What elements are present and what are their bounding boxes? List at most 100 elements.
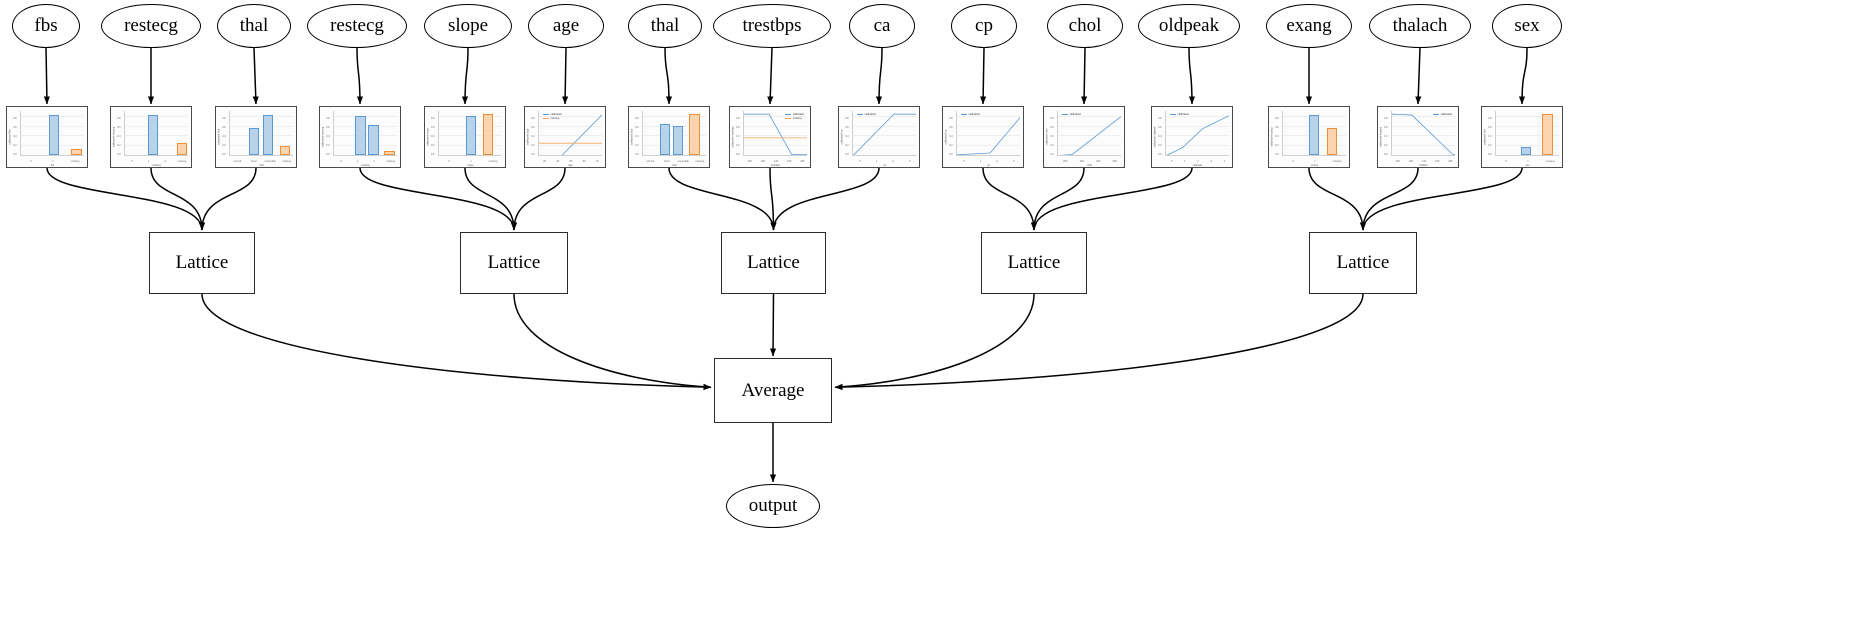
legend-swatch: [857, 114, 863, 115]
calibrator-ytick: 0.4: [1384, 135, 1388, 138]
calibrator-ytick: 0.0: [13, 153, 17, 156]
feature-node-thalach[interactable]: thalach: [1369, 4, 1471, 48]
calibrator-ytick: 0.6: [222, 126, 226, 129]
edge-cal-slope-to-lattice1: [464, 167, 518, 231]
calibrator-xtick: 1: [1527, 160, 1529, 163]
calibrator-ytick: 0.4: [1275, 135, 1279, 138]
gridline: [230, 116, 293, 118]
legend-swatch: [543, 118, 549, 119]
calibrator-xtick: 0: [1292, 160, 1294, 163]
calibrator-line-series: [744, 113, 807, 155]
calibrator-ylabel: calibrated exang: [1270, 127, 1274, 147]
feature-node-sex[interactable]: sex: [1492, 4, 1562, 48]
feature-node-ca[interactable]: ca: [849, 4, 915, 48]
output-node[interactable]: output: [726, 484, 820, 528]
calibrator-bar: [355, 116, 366, 155]
calibrator-legend: calibrated: [1433, 113, 1452, 117]
feature-node-slope[interactable]: slope: [424, 4, 512, 48]
calibrator-ytick: 0.8: [326, 117, 330, 120]
calibrator-ytick: 0.0: [531, 153, 535, 156]
edge-cal-chol-to-lattice3: [1030, 167, 1085, 231]
feature-node-label: restecg: [330, 15, 384, 36]
feature-node-label: fbs: [34, 15, 58, 36]
gridline: [643, 116, 706, 118]
feature-node-chol[interactable]: chol: [1047, 4, 1123, 48]
calibrator-ytick: 0.8: [13, 117, 17, 120]
calibrator-xtick: 1: [980, 160, 982, 163]
calibrator-ylabel: calibrated ca: [840, 129, 844, 145]
legend-label: calibrated: [968, 112, 980, 116]
calibrator-xtick: 160: [787, 160, 792, 163]
feature-node-restecg[interactable]: restecg: [101, 4, 201, 48]
calibrator-ytick: 0.6: [845, 126, 849, 129]
legend-label: calibrated: [1177, 112, 1189, 116]
feature-node-age[interactable]: age: [528, 4, 604, 48]
calibrator-legend: calibrated: [1062, 113, 1081, 117]
feature-node-thal[interactable]: thal: [628, 4, 702, 48]
calibrator-ylabel: calibrated age: [526, 128, 530, 146]
feature-node-trestbps[interactable]: trestbps: [713, 4, 831, 48]
calibrator-ytick: 0.0: [1158, 153, 1162, 156]
calibrator-ytick: 0.8: [1275, 117, 1279, 120]
legend-label: calibrated: [864, 112, 876, 116]
edge-oldpeak0-to-cal-oldpeak: [1188, 47, 1196, 105]
calibrator-xtick: 0: [30, 160, 32, 163]
feature-node-oldpeak[interactable]: oldpeak: [1138, 4, 1240, 48]
calibrator-line-series: [539, 114, 602, 155]
feature-node-label: thal: [239, 15, 269, 36]
feature-node-thal[interactable]: thal: [217, 4, 291, 48]
average-node[interactable]: Average: [714, 358, 832, 423]
legend-swatch: [1062, 114, 1068, 115]
calibrator-xtick: 0: [1170, 160, 1173, 163]
feature-node-cp[interactable]: cp: [951, 4, 1017, 48]
lattice-node[interactable]: Lattice: [981, 232, 1087, 294]
calibrator-ytick: 0.2: [1275, 144, 1279, 147]
calibrator-xtick: 0: [1505, 160, 1507, 163]
edge-cal-oldpeak-to-lattice3: [1030, 167, 1193, 231]
gridline: [1496, 144, 1559, 146]
calibrator-ytick: 0.2: [1488, 144, 1492, 147]
gridline: [853, 116, 916, 118]
lattice-node[interactable]: Lattice: [721, 232, 826, 294]
calibrator-xlabel: chol: [1087, 163, 1092, 167]
feature-node-fbs[interactable]: fbs: [12, 4, 80, 48]
calibrator-ylabel: calibrated thalach: [1379, 126, 1383, 148]
feature-node-label: thal: [650, 15, 680, 36]
calibrator-bar: [465, 116, 476, 155]
feature-node-restecg[interactable]: restecg: [307, 4, 407, 48]
calibrator-xtick: reversible: [677, 160, 689, 163]
lattice-node[interactable]: Lattice: [149, 232, 255, 294]
calibrator-ytick: 0.2: [949, 144, 953, 147]
calibrator-ytick: 0.8: [222, 117, 226, 120]
edge-cal-cp-to-lattice3: [982, 167, 1038, 231]
calibrator-xtick: 0: [131, 160, 133, 163]
calibrator-ytick: 0.0: [117, 153, 121, 156]
calibrator-ytick: 0.8: [1384, 117, 1388, 120]
calibrator-xtick: 40: [556, 160, 560, 163]
calibrator-ytick: 0.8: [531, 117, 535, 120]
lattice-node[interactable]: Lattice: [460, 232, 568, 294]
gridline: [744, 135, 807, 137]
calibrator-xtick: normal: [646, 160, 655, 163]
feature-node-exang[interactable]: exang: [1266, 4, 1352, 48]
calibrator-ytick: 0.0: [1050, 153, 1054, 156]
edge-lattice1-to-average: [513, 293, 712, 390]
lattice-node[interactable]: Lattice: [1309, 232, 1417, 294]
gridline: [1496, 125, 1559, 127]
